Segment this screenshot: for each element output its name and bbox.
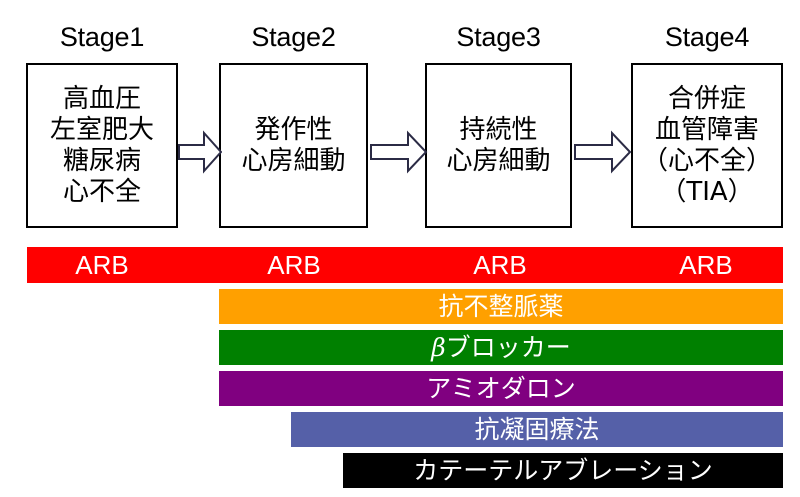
therapy-bar-arb: ARB ARB ARB ARB <box>27 247 783 283</box>
therapy-bar-catheter-ablation-label: カテーテルアブレーション <box>413 456 713 485</box>
therapy-bar-antiarrhythmic-label: 抗不整脈薬 <box>438 292 564 321</box>
stage-box-1-line-2: 左室肥大 <box>49 114 154 145</box>
stage-box-2-line-2: 心房細動 <box>241 145 346 176</box>
stage-box-3-line-1: 持続性 <box>459 114 538 145</box>
stage-box-1-line-1: 高血圧 <box>62 83 141 114</box>
stage-box-2: 発作性 心房細動 <box>219 63 368 228</box>
block-arrow-right-icon-2 <box>370 128 428 176</box>
block-arrow-right-icon-1 <box>178 128 223 176</box>
therapy-bar-arb-label-1: ARB <box>75 250 129 280</box>
stage-heading-3: Stage3 <box>456 22 541 52</box>
therapy-bar-arb-label-4: ARB <box>679 250 733 280</box>
stage-box-2-line-1: 発作性 <box>254 114 333 145</box>
stage-box-4-line-2: 血管障害 <box>654 114 759 145</box>
therapy-bar-arb-label-3: ARB <box>473 250 527 280</box>
block-arrow-right-icon-3 <box>574 128 632 176</box>
therapy-bar-anticoagulation: 抗凝固療法 <box>291 412 783 447</box>
stage-box-1: 高血圧 左室肥大 糖尿病 心不全 <box>26 63 178 228</box>
stage-box-3: 持続性 心房細動 <box>425 63 572 228</box>
therapy-bar-catheter-ablation: カテーテルアブレーション <box>343 453 783 488</box>
therapy-bar-beta-blocker-label-rest: ブロッカー <box>445 333 571 362</box>
stage-box-3-line-2: 心房細動 <box>446 145 551 176</box>
stage-heading-1: Stage1 <box>59 22 145 52</box>
stage-box-1-line-3: 糖尿病 <box>62 145 141 176</box>
beta-symbol: β <box>431 333 446 362</box>
therapy-bar-arb-label-2: ARB <box>267 250 321 280</box>
stage-box-4: 合併症 血管障害 （心不全） （TIA） <box>631 63 783 228</box>
therapy-bar-beta-blocker-label: βブロッカー <box>219 335 783 360</box>
stage-box-4-line-3: （心不全） <box>641 145 772 176</box>
therapy-bar-amiodarone-label: アミオダロン <box>426 374 576 403</box>
stage-box-1-line-4: 心不全 <box>62 176 141 207</box>
therapy-bar-anticoagulation-label: 抗凝固療法 <box>474 415 600 444</box>
stage-box-4-line-4: （TIA） <box>660 176 754 207</box>
therapy-bar-amiodarone: アミオダロン <box>219 371 783 406</box>
therapy-bar-antiarrhythmic: 抗不整脈薬 <box>219 289 783 324</box>
therapy-bar-beta-blocker: βブロッカー <box>219 330 783 365</box>
stage-heading-2: Stage2 <box>251 22 336 52</box>
stage-box-4-line-1: 合併症 <box>667 83 746 114</box>
stage-heading-4: Stage4 <box>664 22 750 52</box>
